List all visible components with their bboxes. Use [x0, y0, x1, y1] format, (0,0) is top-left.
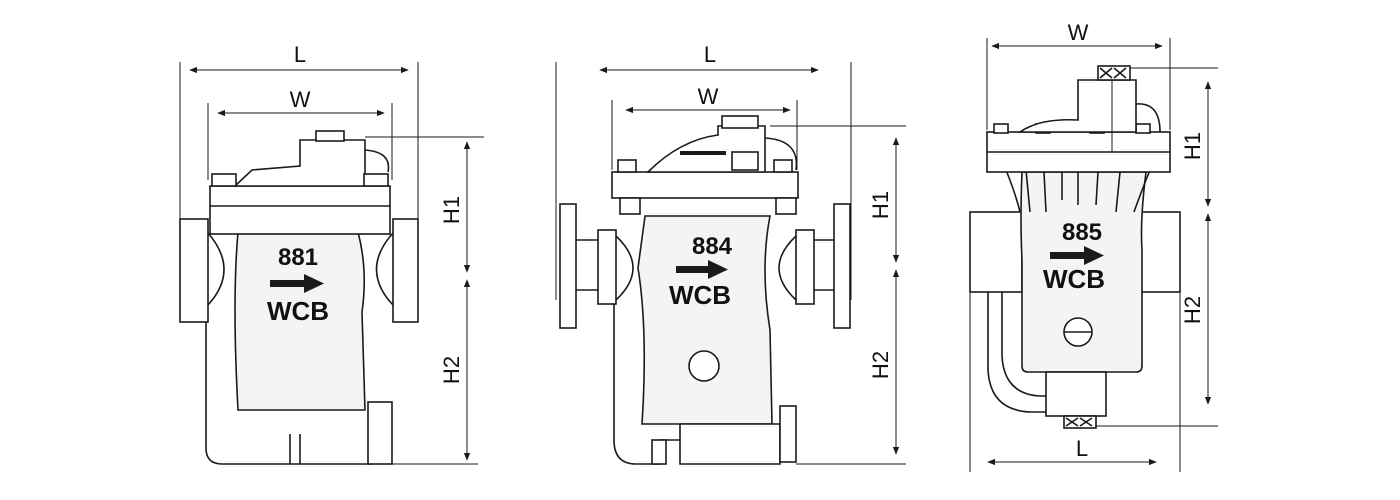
dim-label-l-884: L [704, 42, 716, 67]
material-label-884: WCB [669, 280, 731, 310]
model-number-885: 885 [1062, 219, 1102, 246]
dim-label-w-885: W [1068, 20, 1089, 45]
dim-label-l-885: L [1076, 436, 1088, 461]
trap-885-diagram: W [969, 20, 1218, 472]
dim-label-h1-881: H1 [439, 196, 464, 224]
dim-label-h2-884: H2 [868, 351, 893, 379]
material-label-885: WCB [1043, 264, 1105, 294]
dim-label-h1-884: H1 [868, 191, 893, 219]
flow-arrow-icon [1050, 246, 1104, 265]
dim-label-w-881: W [290, 87, 311, 112]
dim-label-l-881: L [294, 42, 306, 67]
dim-label-h2-885: H2 [1180, 296, 1205, 324]
model-number-884: 884 [692, 233, 733, 260]
trap-884-diagram: L W [555, 42, 906, 465]
dim-label-h2-881: H2 [439, 356, 464, 384]
flow-arrow-icon [270, 274, 324, 293]
trap-881-diagram: L W H1 H2 881 [179, 42, 484, 465]
material-label-881: WCB [267, 296, 329, 326]
flow-arrow-icon [676, 260, 728, 279]
dim-label-h1-885: H1 [1180, 132, 1205, 160]
dim-label-w-884: W [698, 84, 719, 109]
model-number-881: 881 [278, 244, 318, 271]
